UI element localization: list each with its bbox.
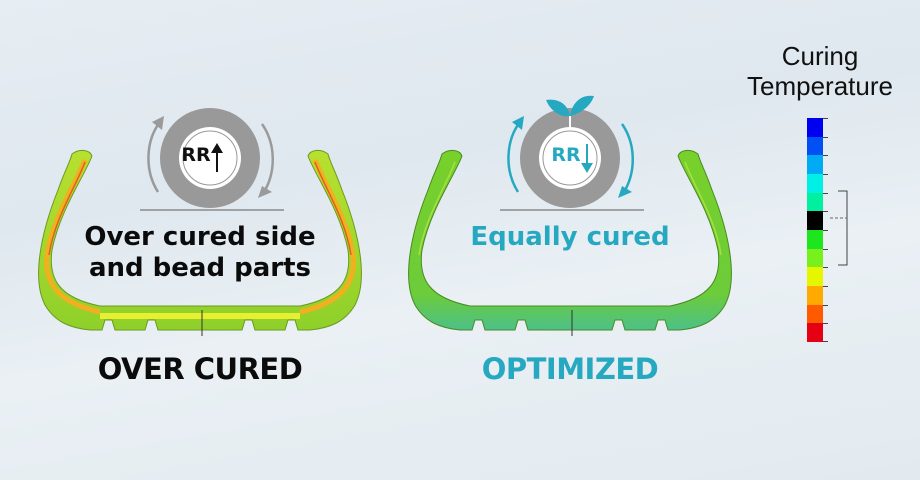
color-scale-segment [807, 304, 823, 324]
optimal-range-bracket [830, 190, 848, 266]
optimized-caption: OPTIMIZED [481, 352, 659, 386]
color-scale-tick [823, 286, 828, 287]
color-scale-segment [807, 323, 823, 342]
color-scale-segment [807, 155, 823, 174]
color-scale-tick [823, 192, 828, 194]
arrow-up-icon [211, 143, 223, 172]
color-scale-tick [823, 248, 828, 250]
over-cured-description-line1: Over cured side [84, 222, 316, 252]
color-scale-segment [807, 230, 823, 249]
rr-down-label: RR [551, 144, 581, 166]
curing-temperature-color-scale [807, 118, 837, 342]
rr-up-label: RR [181, 144, 211, 166]
color-scale-segment [807, 248, 823, 268]
color-scale-tick [823, 211, 828, 213]
color-scale-segment [807, 267, 823, 286]
over-cured-tire-section [38, 149, 362, 336]
color-scale-tick [823, 155, 828, 157]
color-scale-segment [807, 211, 823, 230]
optimized-tire-section [408, 149, 732, 336]
color-scale-tick [823, 118, 828, 119]
color-scale-segment [807, 118, 823, 137]
color-scale-tick [823, 174, 828, 175]
color-scale-segment [807, 286, 823, 305]
rolling-resistance-down-icon [500, 95, 644, 211]
over-cured-description-line2: and bead parts [88, 253, 312, 283]
color-scale-segment [807, 174, 823, 193]
color-scale-tick [823, 136, 828, 138]
color-scale-tick [823, 341, 828, 342]
over-cured-caption: OVER CURED [97, 352, 303, 386]
optimized-description: Equally cured [470, 222, 670, 252]
color-scale-tick [823, 323, 828, 325]
legend-title-line2: Temperature [747, 71, 893, 101]
legend-title-line1: Curing [781, 41, 859, 71]
rolling-resistance-up-icon [140, 108, 284, 211]
arrow-down-icon [581, 144, 593, 173]
color-scale-tick [823, 304, 828, 306]
color-scale-tick [823, 267, 828, 269]
color-scale-tick [823, 230, 828, 231]
color-scale-segment [807, 136, 823, 156]
leaf-sprout-icon [546, 95, 594, 128]
color-scale-segment [807, 192, 823, 212]
